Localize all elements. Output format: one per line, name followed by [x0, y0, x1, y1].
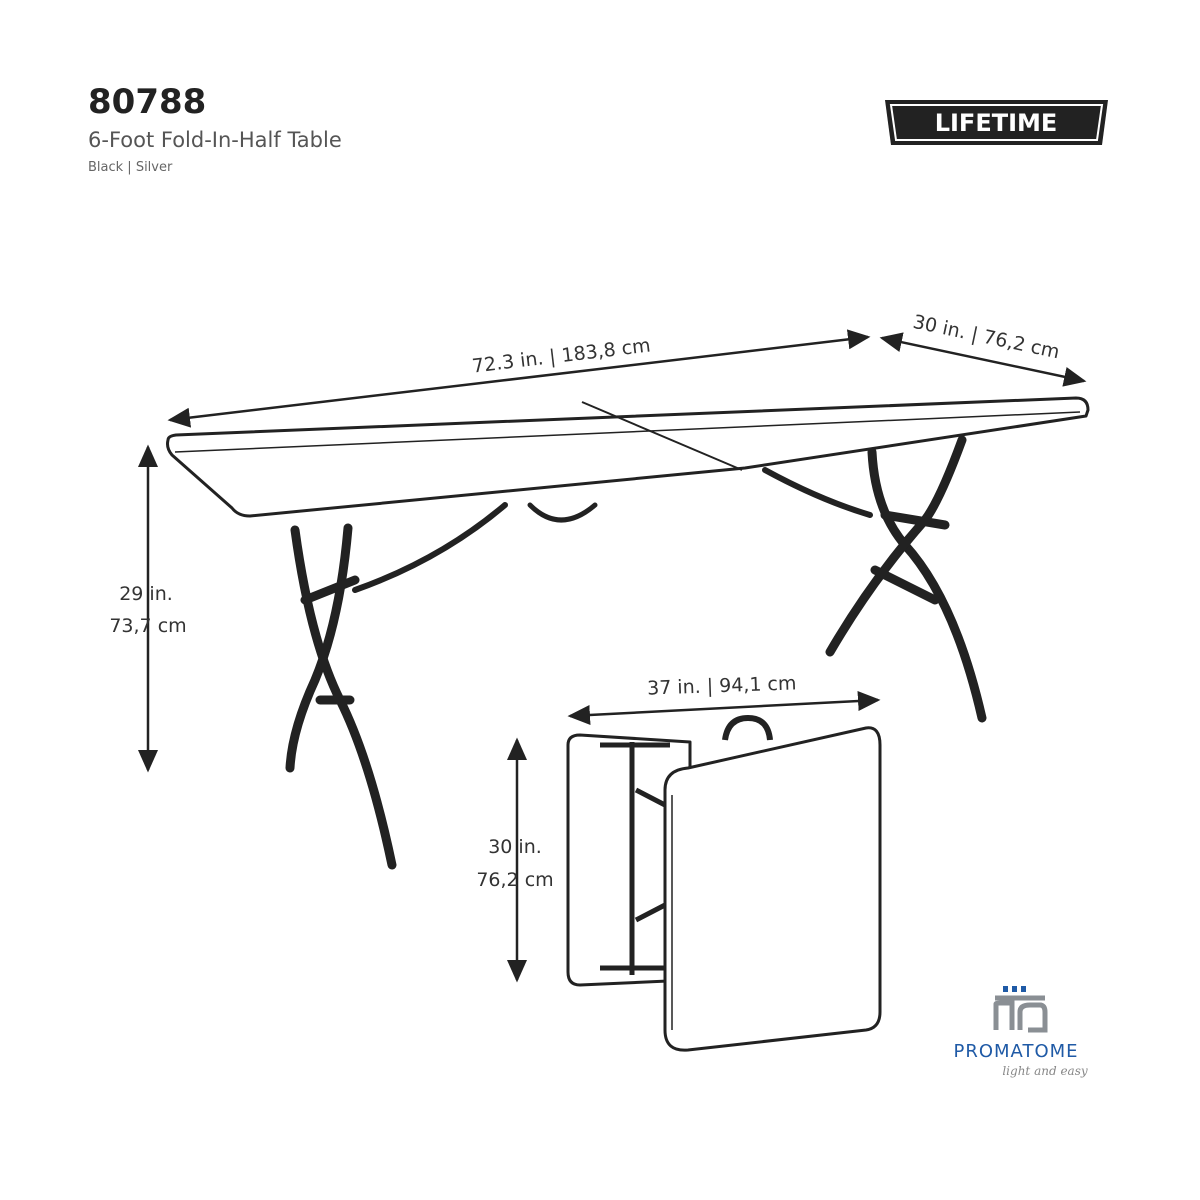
width-arrow [879, 332, 1087, 387]
height-label-cm: 73,7 cm [109, 615, 186, 637]
table-top [166, 396, 1090, 518]
width-label: 30 in. | 76,2 cm [911, 311, 1062, 364]
folded-table-illustration [566, 715, 882, 1052]
table-legs [285, 435, 987, 870]
product-name: 6-Foot Fold-In-Half Table [88, 128, 342, 152]
lifetime-logo: LIFETIME [885, 100, 1108, 145]
dimension-lines [138, 329, 1087, 983]
lifetime-logo-text: LIFETIME [935, 109, 1058, 137]
promatome-logo: PROMATOME light and easy [953, 986, 1088, 1078]
color-options: Black | Silver [88, 160, 173, 175]
folded-height-label-cm: 76,2 cm [476, 869, 553, 891]
folded-height-label-in: 30 in. [488, 836, 542, 858]
height-label-in: 29 in. [119, 583, 173, 605]
promatome-tagline: light and easy [1002, 1064, 1088, 1078]
model-number: 80788 [88, 82, 207, 122]
promatome-name: PROMATOME [953, 1041, 1078, 1062]
length-label: 72.3 in. | 183,8 cm [471, 334, 652, 377]
length-arrow [167, 329, 871, 428]
folded-width-label: 37 in. | 94,1 cm [647, 672, 797, 699]
folded-width-arrow [567, 691, 881, 725]
